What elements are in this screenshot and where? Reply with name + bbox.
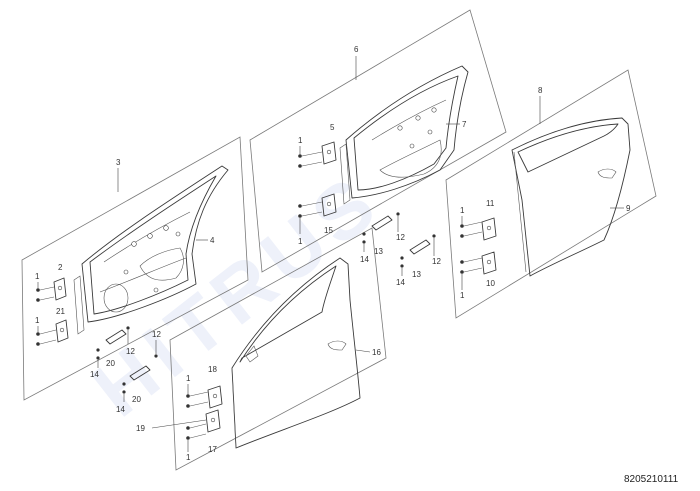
callout-1: 1 bbox=[298, 237, 303, 246]
callout-14: 14 bbox=[90, 370, 99, 379]
callout-16: 16 bbox=[372, 348, 381, 357]
callout-12: 12 bbox=[432, 257, 441, 266]
front-checker-strap-upper bbox=[96, 326, 130, 368]
callout-17: 17 bbox=[208, 445, 217, 454]
callout-8: 8 bbox=[538, 86, 543, 95]
callout-13: 13 bbox=[412, 270, 421, 279]
callout-6: 6 bbox=[354, 45, 359, 54]
callout-13: 13 bbox=[374, 247, 383, 256]
front-outer-bolts bbox=[186, 384, 209, 452]
rear-upper-hinge bbox=[321, 141, 337, 165]
rear-inner-bolts bbox=[298, 146, 323, 234]
front-door-outer-panel bbox=[231, 257, 361, 449]
callout-20: 20 bbox=[106, 359, 115, 368]
callout-14: 14 bbox=[360, 255, 369, 264]
callout-3: 3 bbox=[116, 158, 121, 167]
front-upper-hinge bbox=[53, 277, 67, 301]
rear-outer-bolts bbox=[460, 216, 483, 290]
rear-door-frame-group-frame bbox=[249, 9, 507, 273]
callout-12: 12 bbox=[126, 347, 135, 356]
callout-19: 19 bbox=[136, 424, 145, 433]
front-lower-hinge bbox=[55, 319, 69, 343]
callout-18: 18 bbox=[208, 365, 217, 374]
callout-14: 14 bbox=[396, 278, 405, 287]
callout-1: 1 bbox=[460, 206, 465, 215]
callout-10: 10 bbox=[486, 279, 495, 288]
callout-9: 9 bbox=[626, 204, 631, 213]
callout-12: 12 bbox=[396, 233, 405, 242]
callout-14: 14 bbox=[116, 405, 125, 414]
rear-door-panel-group-frame bbox=[445, 69, 657, 319]
leader-19 bbox=[151, 419, 207, 429]
callout-1: 1 bbox=[186, 374, 191, 383]
callout-21: 21 bbox=[56, 307, 65, 316]
rear-outer-hinge-lower bbox=[481, 251, 497, 275]
callout-1: 1 bbox=[35, 316, 40, 325]
callout-15: 15 bbox=[324, 226, 333, 235]
rear-outer-hinge-upper bbox=[481, 217, 497, 241]
rear-door-outer-panel bbox=[511, 117, 631, 277]
callout-2: 2 bbox=[58, 263, 63, 272]
callout-5: 5 bbox=[330, 123, 335, 132]
rear-door-inner-frame bbox=[339, 65, 469, 205]
rear-checker-strap-inner bbox=[362, 212, 400, 252]
front-door-frame-group-frame bbox=[21, 136, 249, 401]
callout-4: 4 bbox=[210, 236, 215, 245]
front-inner-bolts bbox=[36, 282, 57, 346]
front-door-inner-frame bbox=[73, 165, 229, 335]
front-door-panel-group-frame bbox=[169, 227, 387, 471]
callout-1: 1 bbox=[186, 453, 191, 462]
callout-20: 20 bbox=[132, 395, 141, 404]
callout-11: 11 bbox=[486, 199, 495, 208]
front-outer-hinge-lower bbox=[205, 409, 221, 433]
callout-1: 1 bbox=[35, 272, 40, 281]
leader-16 bbox=[355, 349, 371, 353]
drawing-code: 8205210111 bbox=[624, 474, 679, 485]
callout-1: 1 bbox=[298, 136, 303, 145]
rear-checker-strap-outer bbox=[400, 234, 436, 276]
callout-1: 1 bbox=[460, 291, 465, 300]
front-checker-strap-lower bbox=[122, 340, 158, 402]
callout-7: 7 bbox=[462, 120, 467, 129]
front-outer-hinge-upper bbox=[207, 385, 223, 409]
callout-12: 12 bbox=[152, 330, 161, 339]
rear-lower-hinge bbox=[321, 193, 337, 217]
